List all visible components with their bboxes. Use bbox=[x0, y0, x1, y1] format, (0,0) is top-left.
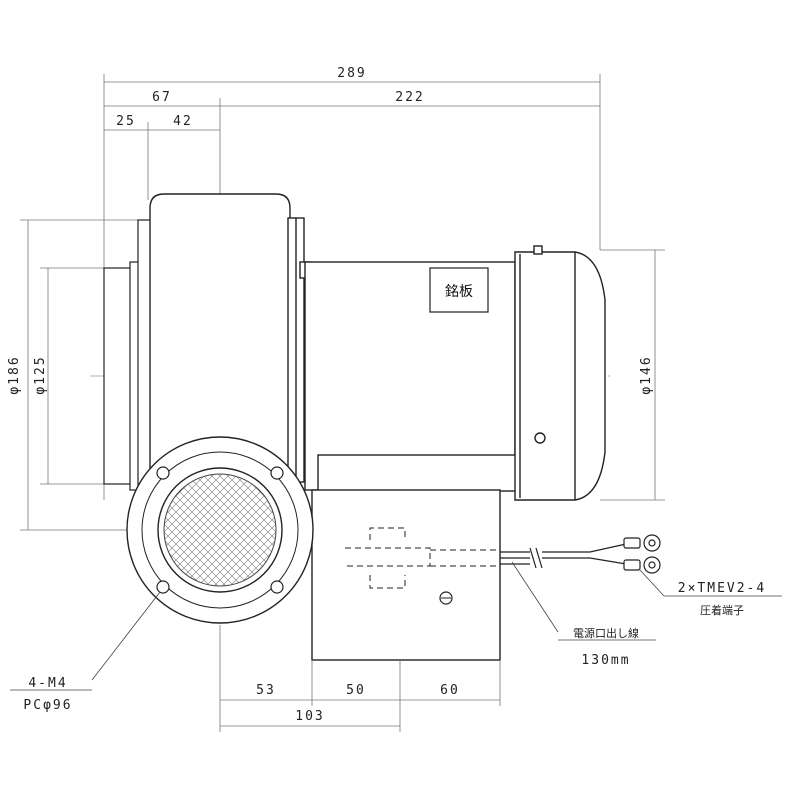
bolt-spec: 4-M4 bbox=[28, 676, 67, 691]
right-dimension bbox=[600, 249, 665, 501]
terminal-hidden-lines bbox=[345, 527, 500, 589]
inlet-flange bbox=[103, 219, 153, 533]
dim-housing-offset: 42 bbox=[173, 114, 193, 129]
lead-wire-name: 電源口出し線 bbox=[573, 626, 639, 640]
nameplate-box bbox=[429, 267, 489, 313]
dim-motor-dia: φ146 bbox=[639, 355, 654, 394]
crimp-terminals bbox=[623, 534, 661, 574]
dim-housing-outer-dia: φ186 bbox=[7, 355, 22, 394]
dim-outlet-mid: 50 bbox=[346, 683, 366, 698]
outlet-box bbox=[311, 489, 501, 661]
lead-wire-length: 130mm bbox=[581, 653, 630, 668]
bolt-hole-icon bbox=[270, 580, 284, 594]
fan-housing bbox=[149, 193, 311, 491]
dim-motor-section: 222 bbox=[395, 90, 424, 105]
terminal-leader bbox=[639, 569, 665, 597]
terminal-spec: 2×TMEV2-4 bbox=[678, 581, 766, 596]
outlet-flange bbox=[126, 436, 314, 624]
bottom-dimensions bbox=[219, 625, 501, 732]
terminal-screw bbox=[439, 591, 453, 605]
bolt-hole-icon bbox=[156, 580, 170, 594]
lead-wire-leader bbox=[511, 561, 559, 633]
dim-overall-length: 289 bbox=[337, 66, 366, 81]
nameplate-label: 銘板 bbox=[445, 284, 473, 300]
bolt-hole-icon bbox=[156, 466, 170, 480]
lead-wires bbox=[500, 543, 627, 569]
bolt-pitch-circle: PCφ96 bbox=[23, 698, 72, 713]
dim-inlet-dia: φ125 bbox=[33, 355, 48, 394]
dim-outlet-right: 60 bbox=[440, 683, 460, 698]
dim-flange-offset: 25 bbox=[116, 114, 136, 129]
bolt-hole-icon bbox=[270, 466, 284, 480]
dim-outlet-total: 103 bbox=[295, 709, 324, 724]
motor-endcap bbox=[514, 245, 606, 501]
dim-outlet-left: 53 bbox=[256, 683, 276, 698]
dim-inlet-section: 67 bbox=[152, 90, 172, 105]
terminal-name: 圧着端子 bbox=[700, 603, 744, 617]
bolt-leader bbox=[91, 591, 161, 681]
